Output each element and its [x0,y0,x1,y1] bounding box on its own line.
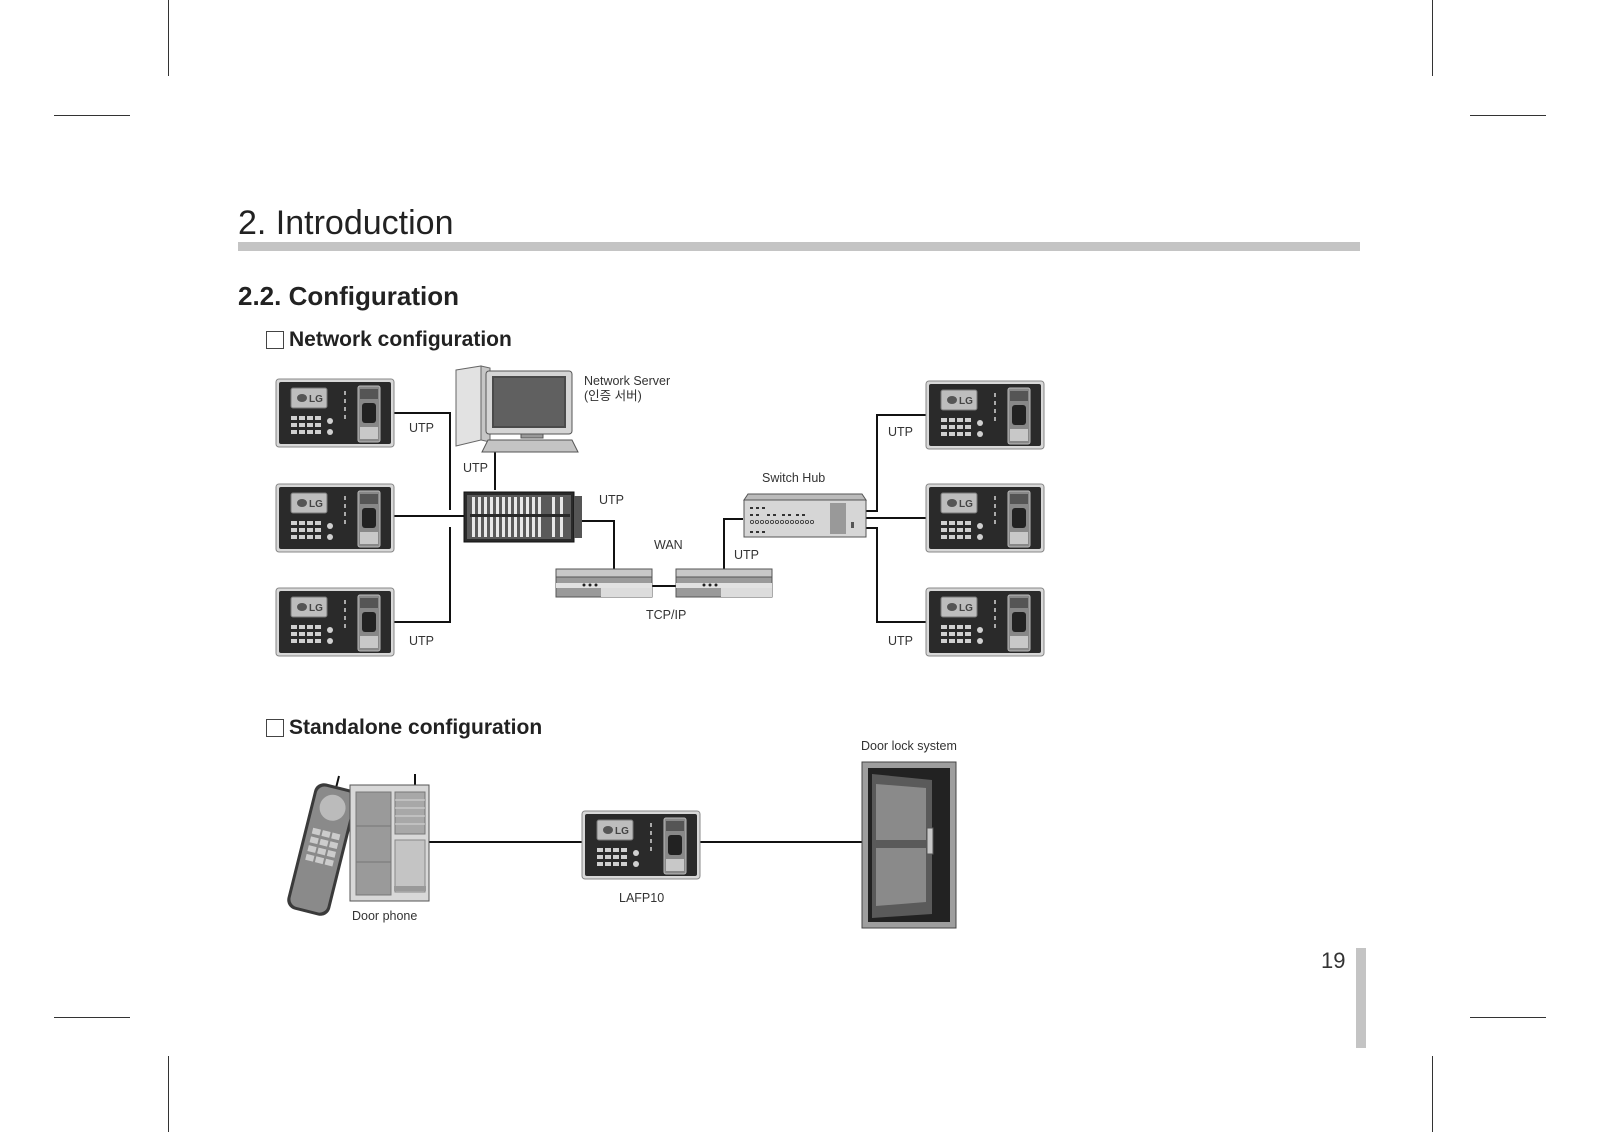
network-config-label: Network configuration [289,328,512,351]
page-title: 2. Introduction [238,204,454,242]
lafp10-device-icon [925,380,1045,450]
utp-label: UTP [734,548,759,562]
page-number: 19 [1321,948,1346,973]
crop-mark [54,115,130,116]
crop-mark [1432,1056,1433,1132]
utp-label: UTP [599,493,624,507]
lafp10-device-icon [925,483,1045,553]
lafp10-device-icon [275,587,395,657]
network-server-icon [455,365,579,453]
network-server-label: Network Server [584,374,671,388]
utp-label: UTP [409,421,434,435]
network-cables [386,412,926,843]
crop-mark [168,1056,169,1132]
utp-label: UTP [463,461,488,475]
checkbox-square-icon [266,331,284,349]
crop-mark [54,1017,130,1018]
door-lock-label: Door lock system [861,739,957,753]
door-phone-icon [287,774,430,916]
door-phone-label: Door phone [352,909,418,923]
standalone-config-label: Standalone configuration [289,716,543,739]
lafp10-device-icon [581,810,701,880]
crop-mark [1470,115,1546,116]
crop-mark [1470,1017,1546,1018]
router-icon [555,568,653,598]
network-server-korean-label: (인증 서버) [584,389,642,403]
page-number-bar [1356,948,1366,1048]
switch-hub-label: Switch Hub [762,471,826,485]
utp-label: UTP [888,634,913,648]
lafp10-label: LAFP10 [619,891,665,905]
door-lock-icon [861,761,957,929]
checkbox-square-icon [266,719,284,737]
title-underline [238,242,1360,251]
router-icon [675,568,773,598]
section-title: 2.2. Configuration [238,281,459,311]
switch-hub-icon [743,493,867,538]
standalone-config-heading: Standalone configuration [266,716,542,740]
rack-switch-icon [463,491,582,543]
crop-mark [168,0,169,76]
lafp10-device-icon [275,483,395,553]
crop-mark [1432,0,1433,76]
wan-label: WAN [654,538,683,552]
lafp10-device-icon [275,378,395,448]
network-config-heading: Network configuration [266,328,512,352]
tcpip-label: TCP/IP [646,608,687,622]
utp-label: UTP [888,425,913,439]
utp-label: UTP [409,634,434,648]
lafp10-device-icon [925,587,1045,657]
